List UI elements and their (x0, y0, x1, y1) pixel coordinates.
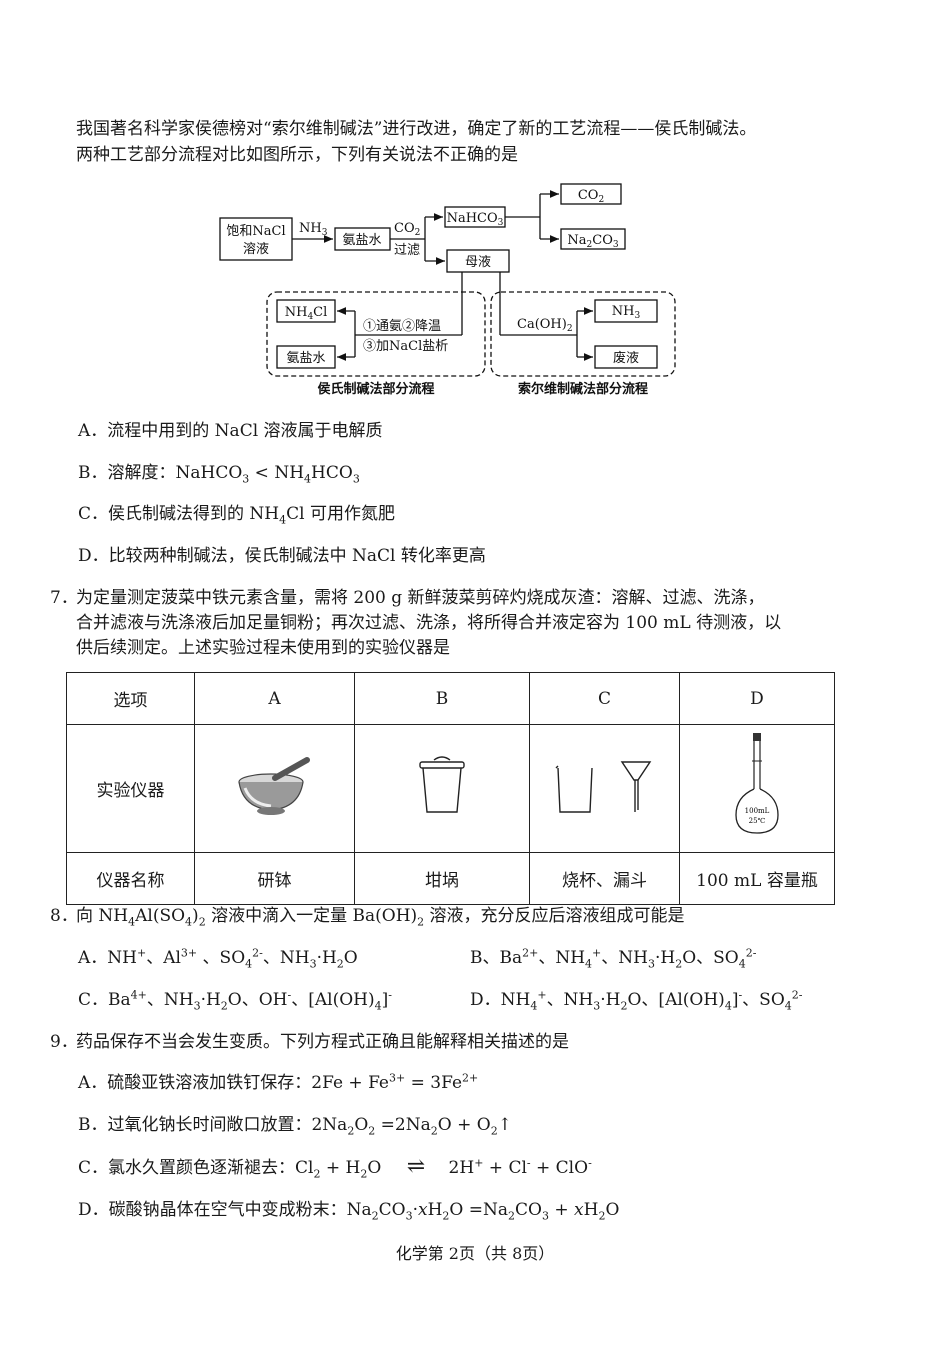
name-b: 坩埚 (354, 852, 530, 905)
label-solvay-process: 索尔维制碱法部分流程 (518, 381, 648, 397)
label-waste: 废液 (613, 350, 639, 366)
header-a: A (194, 672, 355, 725)
q9-option-c: C．氯水久置颜色逐渐褪去：Cl2 + H2O ⇌ 2H+ + Cl- + ClO… (78, 1154, 592, 1181)
label-nahco3: NaHCO3 (447, 211, 504, 228)
label-mother-liquor: 母液 (465, 255, 491, 270)
q9-option-b: B．过氧化钠长时间敞口放置：2Na2O2 =2Na2O + O2↑ (78, 1115, 512, 1138)
q6-intro-line2: 两种工艺部分流程对比如图所示，下列有关说法不正确的是 (76, 145, 518, 165)
header-option: 选项 (66, 672, 195, 725)
q7-line3: 供后续测定。上述实验过程未使用到的实验仪器是 (76, 638, 450, 658)
crucible-icon (419, 756, 465, 813)
q6-option-b: B．溶解度：NaHCO3 < NH4HCO3 (78, 463, 360, 486)
flask-temp-label: 25℃ (749, 817, 766, 825)
group-hou-process (266, 291, 486, 377)
name-c: 烧杯、漏斗 (529, 852, 680, 905)
label-nh4cl: NH4Cl (285, 305, 328, 322)
q6-option-a: A．流程中用到的 NaCl 溶液属于电解质 (78, 421, 383, 441)
box-co2 (560, 183, 622, 205)
label-step-3: ③加NaCl盐析 (363, 339, 448, 354)
header-c: C (529, 672, 680, 725)
q6-option-c: C．侯氏制碱法得到的 NH4Cl 可用作氮肥 (78, 504, 395, 527)
q9-number: 9． (50, 1032, 78, 1052)
beaker-funnel-icon (555, 761, 651, 813)
label-filter: 过滤 (394, 243, 420, 258)
label-co2: CO2 (578, 188, 604, 205)
q8-number: 8． (50, 906, 78, 926)
q8-option-d: D．NH4+、NH3·H2O、[Al(OH)4]-、SO42- (470, 988, 803, 1013)
box-mother-liquor (446, 249, 510, 273)
instrument-table: 选项 A B C D 实验仪器 (66, 672, 835, 905)
q7-line2: 合并滤液与洗涤液后加足量铜粉；再次过滤、洗涤，将所得合并液定容为 100 mL … (76, 613, 782, 633)
group-solvay-process (490, 291, 676, 377)
label-na2co3: Na2CO3 (567, 233, 618, 250)
label-saturated-nacl-1: 饱和NaCl (226, 224, 285, 239)
q8-option-c: C．Ba4+、NH3·H2O、OH-、[Al(OH)4]- (78, 988, 392, 1013)
header-d: D (679, 672, 835, 725)
q7-number: 7． (50, 588, 78, 608)
q9-option-d: D．碳酸钠晶体在空气中变成粉末：Na2CO3·xH2O =Na2CO3 + xH… (78, 1200, 620, 1223)
equilibrium-arrow: ⇌ (406, 1154, 426, 1179)
label-step-1-2: ①通氨②降温 (363, 319, 441, 334)
q8-option-a: A．NH+、Al3+ 、SO42-、NH3·H2O (78, 946, 358, 971)
q8-stem: 向 NH4Al(SO4)2 溶液中滴入一定量 Ba(OH)2 溶液，充分反应后溶… (76, 906, 685, 929)
q9-option-a: A．硫酸亚铁溶液加铁钉保存：2Fe + Fe3+ = 3Fe2+ (78, 1071, 479, 1093)
box-ammonia-brine-2 (276, 345, 336, 369)
name-d: 100 mL 容量瓶 (679, 852, 835, 905)
cell-volumetric-flask: 100mL 25℃ (679, 724, 835, 853)
q9-stem: 药品保存不当会发生变质。下列方程式正确且能解释相关描述的是 (76, 1032, 569, 1052)
flask-capacity-label: 100mL (745, 807, 770, 815)
box-nh4cl (276, 299, 336, 323)
label-ammonia-brine-2: 氨盐水 (286, 351, 325, 366)
label-caoh2: Ca(OH)2 (517, 317, 573, 334)
header-b: B (354, 672, 530, 725)
label-saturated-nacl-2: 溶液 (243, 242, 269, 257)
label-instrument-name: 仪器名称 (66, 852, 195, 905)
name-a: 研钵 (194, 852, 355, 905)
q7-line1: 为定量测定菠菜中铁元素含量，需将 200 g 新鲜菠菜剪碎灼烧成灰渣：溶解、过滤… (76, 588, 765, 608)
label-ammonia-brine: 氨盐水 (342, 233, 381, 248)
box-na2co3 (560, 228, 626, 250)
cell-crucible (354, 724, 530, 853)
q6-option-d: D．比较两种制碱法，侯氏制碱法中 NaCl 转化率更高 (78, 546, 486, 566)
label-nh3-arrow: NH3 (299, 221, 328, 238)
page-footer: 化学第 2页（共 8页） (395, 1244, 555, 1263)
mortar-pestle-icon (237, 757, 310, 815)
table-row: 实验仪器 (66, 724, 835, 853)
table-row: 选项 A B C D (66, 672, 835, 725)
label-co2-arrow: CO2 (394, 221, 420, 238)
q8-option-b: B、Ba2+、NH4+、NH3·H2O、SO42- (470, 946, 757, 971)
volumetric-flask-icon: 100mL 25℃ (735, 733, 779, 834)
label-hou-process: 侯氏制碱法部分流程 (317, 381, 434, 397)
box-waste (594, 345, 658, 369)
box-nh3 (594, 299, 658, 323)
cell-beaker-funnel (529, 724, 680, 853)
table-row: 仪器名称 研钵 坩埚 烧杯、漏斗 100 mL 容量瓶 (66, 852, 835, 905)
label-instrument: 实验仪器 (66, 724, 195, 853)
process-flow-diagram: 饱和NaCl 溶液 NH3 氨盐水 CO2 过滤 NaHCO3 CO2 Na2C… (219, 183, 676, 397)
label-nh3: NH3 (612, 304, 641, 321)
q6-intro-line1: 我国著名科学家侯德榜对“索尔维制碱法”进行改进，确定了新的工艺流程——侯氏制碱法… (76, 119, 757, 139)
cell-mortar (194, 724, 355, 853)
